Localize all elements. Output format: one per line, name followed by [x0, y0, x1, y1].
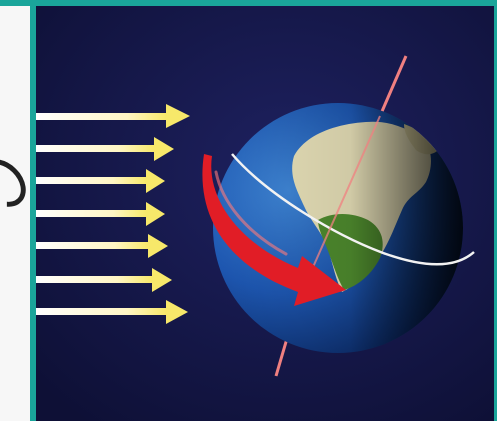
arrow-right-icon — [146, 169, 165, 193]
arrow-right-icon — [166, 300, 188, 324]
arrow-right-icon — [166, 104, 190, 128]
curved-arrow-icon — [202, 154, 346, 306]
sunlight-ray — [36, 234, 168, 258]
arrow-right-icon — [154, 137, 174, 161]
sunlight-arrows — [36, 104, 190, 324]
sunlight-ray — [36, 104, 190, 128]
sunlight-ray — [36, 202, 165, 226]
rotation-axis-upper — [378, 55, 408, 117]
arrow-right-icon — [146, 202, 165, 226]
sunlight-ray — [36, 300, 188, 324]
sunlight-ray — [36, 137, 174, 161]
left-border — [30, 6, 36, 421]
arrow-right-icon — [152, 268, 172, 292]
earth-globe — [213, 103, 475, 353]
rotation-arrow — [202, 154, 346, 306]
earth-sunlight-diagram — [36, 6, 494, 421]
arrow-right-icon — [148, 234, 168, 258]
top-border — [0, 0, 497, 6]
rotation-arrow-highlight — [214, 170, 288, 256]
left-margin — [0, 6, 36, 421]
right-border — [494, 6, 497, 421]
equator-line — [231, 153, 475, 266]
sunlight-ray — [36, 268, 172, 292]
sunlight-ray — [36, 169, 165, 193]
